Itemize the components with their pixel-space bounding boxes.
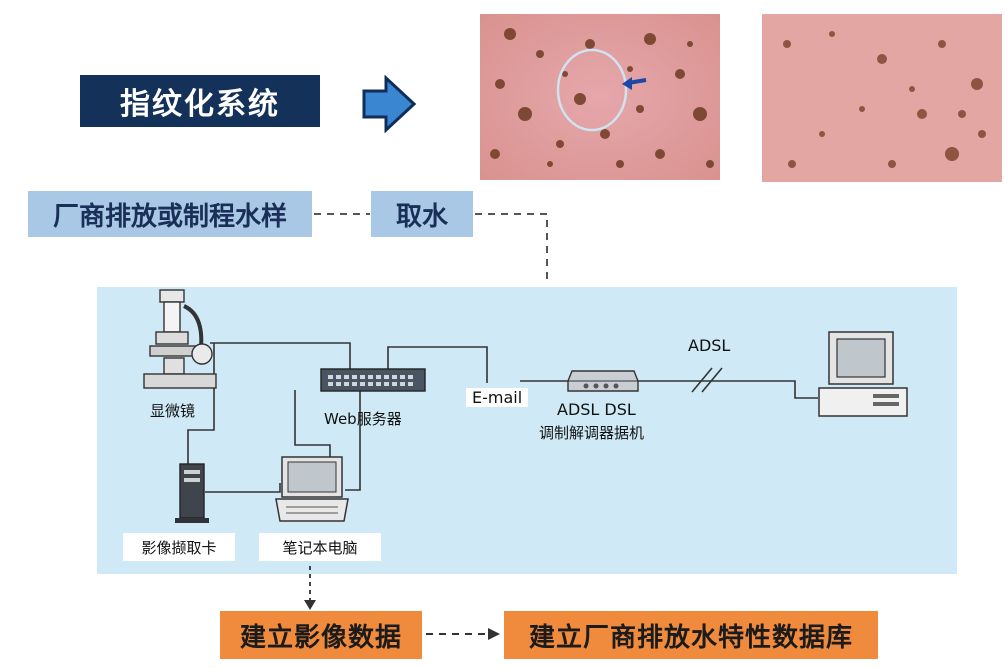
sample-source-box: 厂商排放或制程水样	[28, 191, 312, 237]
right-arrow-icon	[362, 75, 416, 133]
email-label: E-mail	[466, 388, 529, 407]
capture-card-label: 影像撷取卡	[123, 533, 235, 561]
web-server-label: Web服务器	[324, 410, 402, 428]
server-icon	[320, 368, 426, 392]
microscope-label: 显微镜	[150, 402, 196, 420]
tower-pc-icon	[175, 463, 209, 523]
modem-icon	[567, 370, 639, 392]
microscope-icon	[143, 289, 217, 389]
build-image-data-box: 建立影像数据	[220, 611, 422, 659]
system-title: 指纹化系统	[80, 75, 320, 127]
desktop-computer-icon	[818, 331, 908, 417]
micrograph-image-2	[762, 14, 1002, 182]
network-panel	[97, 287, 957, 574]
laptop-icon	[275, 456, 349, 522]
laptop-label: 笔记本电脑	[259, 533, 381, 561]
adsl-label: ADSL	[688, 336, 731, 355]
build-database-box: 建立厂商排放水特性数据库	[504, 611, 878, 659]
modem-label-1: ADSL DSL	[557, 400, 636, 419]
take-water-box: 取水	[371, 191, 473, 237]
micrograph-image-1	[480, 14, 720, 180]
modem-label-2: 调制解调器据机	[539, 424, 645, 442]
